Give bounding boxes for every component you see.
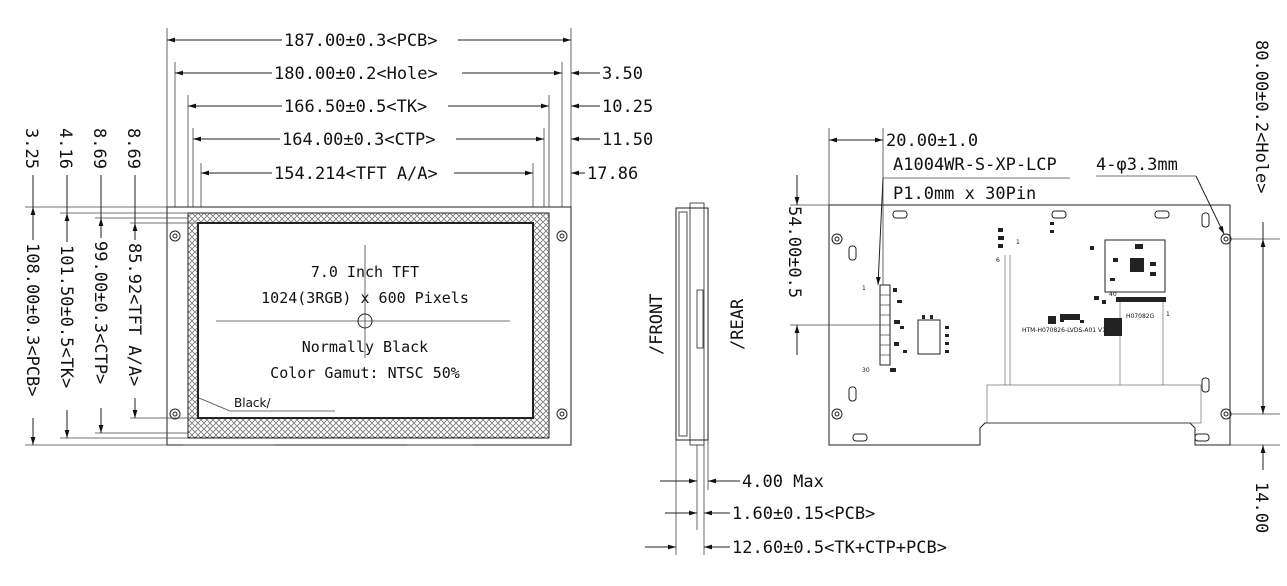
front-mount-holes — [169, 230, 568, 420]
screen-line-gamut: Color Gamut: NTSC 50% — [270, 364, 460, 382]
dim-tk-height: 101.50±0.5<TK> — [56, 245, 76, 388]
side-rear-label: /REAR — [728, 298, 748, 350]
silk-board: HTM-H070826-LVDS-A01 V1 — [1022, 327, 1106, 334]
dim-aa-width: 154.214<TFT A/A> — [274, 164, 438, 184]
dim-ctp-width: 164.00±0.3<CTP> — [282, 130, 436, 150]
side-view: /FRONT /REAR 4.00 Max 1.60±0.15<PCB> 12.… — [645, 202, 947, 558]
front-view: 187.00±0.3<PCB> 180.00±0.2<Hole> 3.50 16… — [21, 28, 653, 446]
rear-mount-holes — [831, 233, 1232, 420]
screen-line-resolution: 1024(3RGB) x 600 Pixels — [261, 289, 469, 307]
side-front-label: /FRONT — [647, 294, 667, 355]
rear-components — [890, 222, 1166, 372]
side-dim-max: 4.00 Max — [742, 472, 824, 492]
screen-line-size: 7.0 Inch TFT — [311, 263, 419, 281]
dim-v-offset-3: 8.69 — [89, 128, 109, 169]
rear-dim-left: 54.00±0.5 — [784, 206, 804, 298]
pin-label-1: 1 — [862, 285, 866, 292]
dim-v-offset-1: 3.25 — [21, 128, 41, 169]
dim-v-offset-4: 8.69 — [123, 128, 143, 169]
dim-offset-1: 3.50 — [602, 64, 643, 84]
rear-slots — [848, 210, 1210, 442]
active-area — [197, 222, 534, 419]
side-dim-pcb: 1.60±0.15<PCB> — [732, 504, 875, 524]
screen-line-mode: Normally Black — [302, 338, 428, 356]
pin-label-40: 40 — [1109, 291, 1117, 298]
rear-dim-hole-spacing: 80.00±0.2<Hole> — [1251, 40, 1271, 194]
holes-callout: 4-φ3.3mm — [1096, 155, 1178, 175]
dim-offset-3: 11.50 — [602, 130, 653, 150]
black-label: Black/ — [234, 396, 271, 410]
side-dim-total: 12.60±0.5<TK+CTP+PCB> — [732, 538, 947, 558]
dim-tk-width: 166.50±0.5<TK> — [284, 97, 427, 117]
rear-view: 1 30 1 6 40 1 H07082G HTM-H070826-LVDS-A… — [784, 40, 1280, 533]
dim-v-offset-2: 4.16 — [55, 128, 75, 169]
pin-label-conn-1: 1 — [1166, 311, 1170, 318]
rear-dim-top: 20.00±1.0 — [886, 131, 978, 151]
connector-pins: P1.0mm x 30Pin — [893, 184, 1036, 204]
dim-offset-2: 10.25 — [602, 97, 653, 117]
dim-offset-4: 17.86 — [587, 164, 638, 184]
dim-pcb-width: 187.00±0.3<PCB> — [284, 31, 438, 51]
pin-label-ic-6: 6 — [996, 257, 1000, 264]
silk-model: H07082G — [1126, 313, 1155, 320]
pin-label-ic-1: 1 — [1016, 239, 1020, 246]
rear-dim-bottom: 14.00 — [1251, 482, 1271, 533]
dim-hole-width: 180.00±0.2<Hole> — [274, 64, 438, 84]
dim-pcb-height: 108.00±0.3<PCB> — [22, 243, 42, 397]
dim-ctp-height: 99.00±0.3<CTP> — [90, 241, 110, 384]
pin-label-30: 30 — [862, 367, 870, 374]
dim-aa-height: 85.92<TFT A/A> — [124, 243, 144, 386]
connector-model: A1004WR-S-XP-LCP — [893, 155, 1057, 175]
center-mark — [357, 313, 373, 329]
